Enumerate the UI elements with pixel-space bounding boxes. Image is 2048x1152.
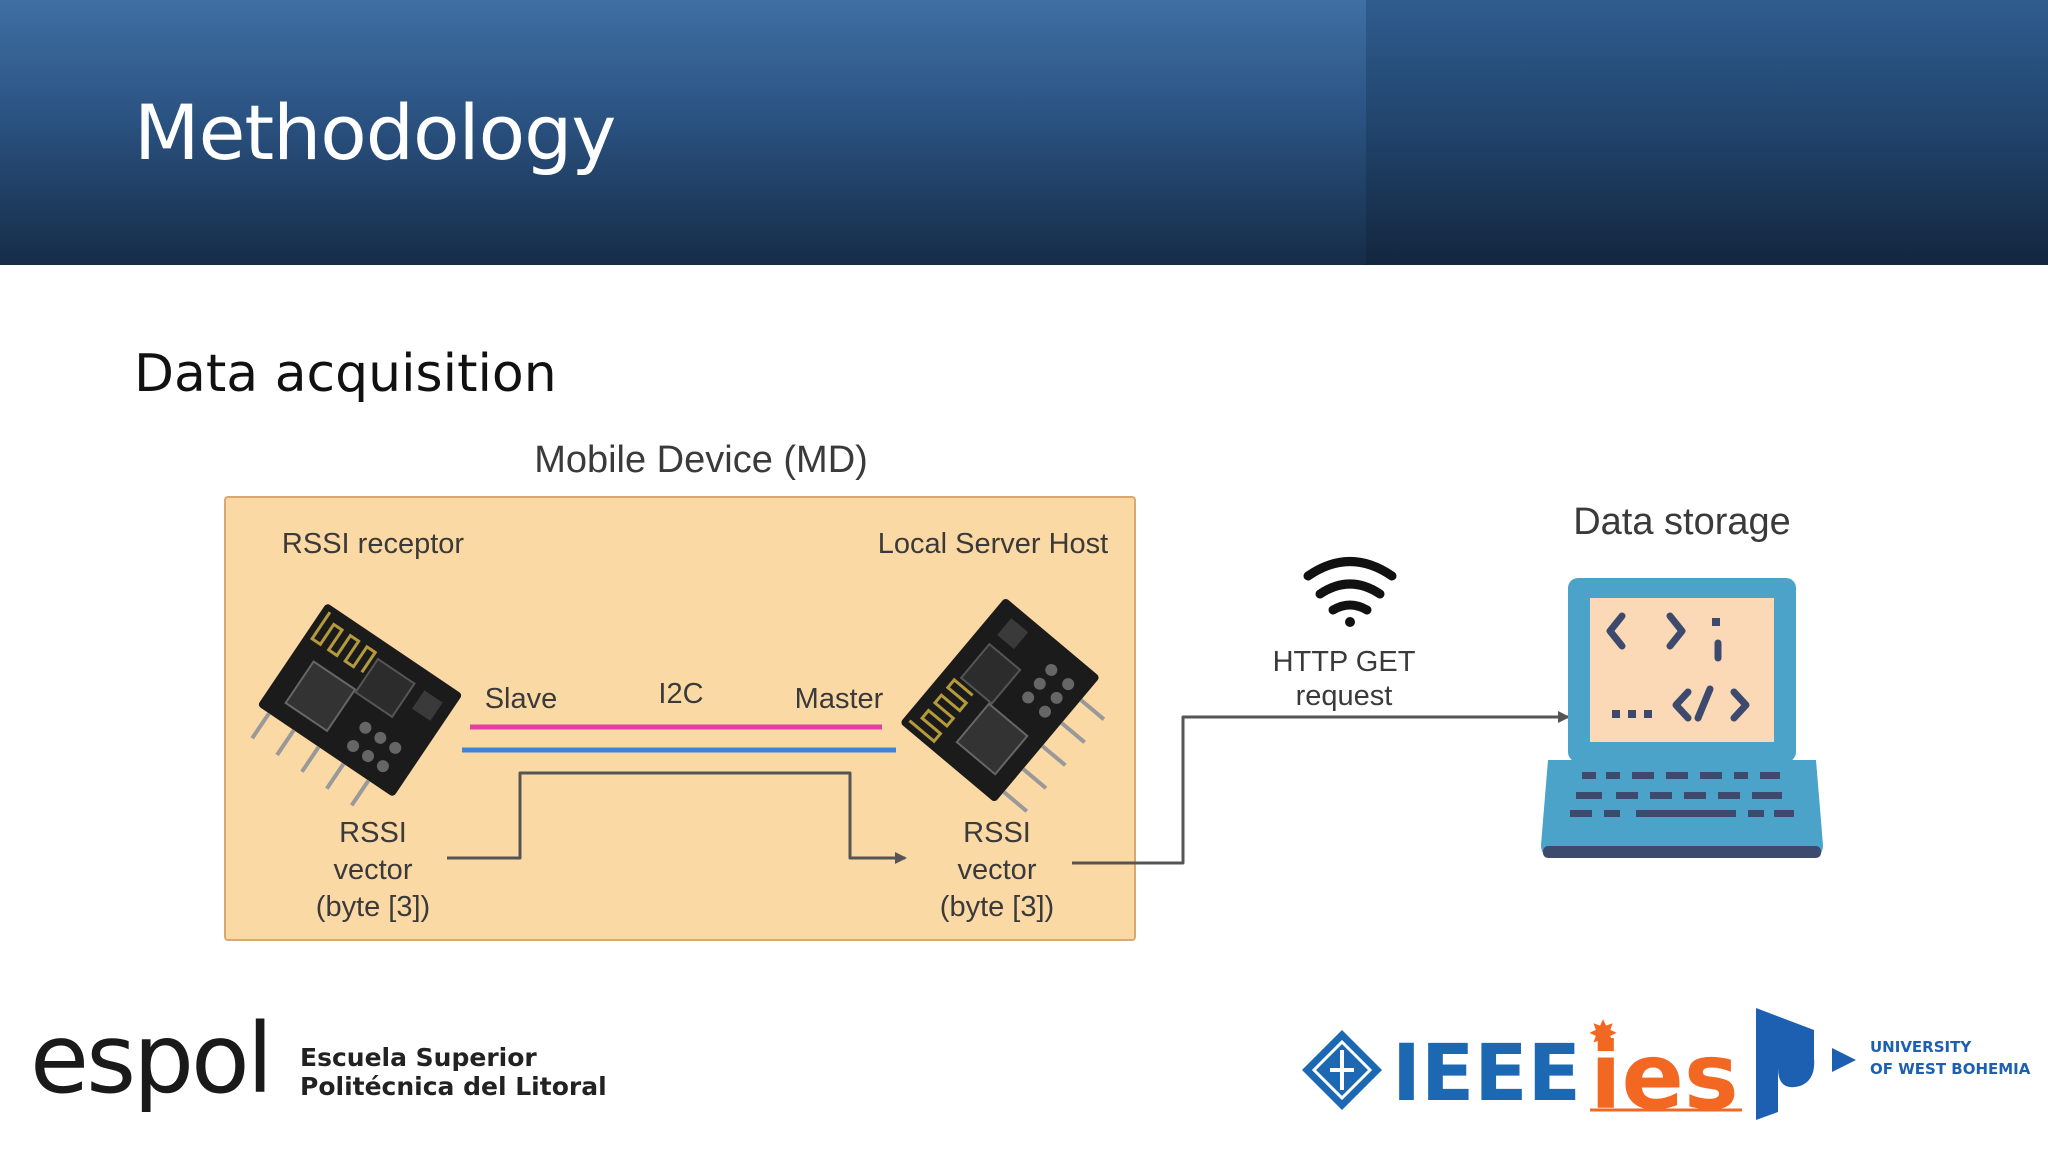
right-rssi-vector-line1: RSSI bbox=[963, 817, 1031, 849]
espol-name-line2: Politécnica del Litoral bbox=[300, 1072, 607, 1101]
section-heading: Data acquisition bbox=[134, 344, 557, 404]
ieee-wordmark: IEEE bbox=[1392, 1029, 1581, 1119]
uwb-name-line1: UNIVERSITY bbox=[1870, 1038, 1972, 1056]
slide-title: Methodology bbox=[134, 88, 616, 177]
left-rssi-vector-line2: vector bbox=[334, 854, 413, 886]
i2c-label: I2C bbox=[658, 678, 703, 710]
master-label: Master bbox=[795, 683, 884, 715]
espol-name-line1: Escuela Superior bbox=[300, 1043, 537, 1072]
mobile-device-label: Mobile Device (MD) bbox=[534, 439, 868, 481]
espol-logo: espol bbox=[30, 1010, 273, 1115]
uwb-logo: UNIVERSITY OF WEST BOHEMIA bbox=[1756, 1008, 2031, 1120]
ieee-logo: IEEE bbox=[1302, 1029, 1581, 1119]
data-storage-label: Data storage bbox=[1573, 501, 1791, 543]
espol-name: Escuela Superior Politécnica del Litoral bbox=[300, 1043, 607, 1101]
right-rssi-vector-line2: vector bbox=[958, 854, 1037, 886]
ies-wordmark: ies bbox=[1590, 1023, 1739, 1130]
http-request-connector bbox=[1072, 711, 1570, 865]
slave-label: Slave bbox=[485, 683, 558, 715]
ies-sun-icon: ✸ bbox=[1588, 1014, 1618, 1055]
local-server-host-label: Local Server Host bbox=[878, 528, 1109, 560]
header-banner: Methodology bbox=[0, 0, 2048, 265]
laptop-icon bbox=[1541, 578, 1823, 858]
right-rssi-vector-line3: (byte [3]) bbox=[940, 891, 1054, 923]
uwb-shield-icon bbox=[1756, 1008, 1815, 1120]
request-label: request bbox=[1296, 680, 1393, 712]
http-get-label: HTTP GET bbox=[1273, 646, 1416, 678]
rssi-receptor-label: RSSI receptor bbox=[282, 528, 464, 560]
espol-logo-wordmark: espol bbox=[30, 1010, 270, 1115]
ies-logo: ✸ ies bbox=[1588, 1014, 1742, 1130]
header-banner-right-panel bbox=[1366, 0, 2048, 265]
uwb-name-line2: OF WEST BOHEMIA bbox=[1870, 1060, 2031, 1078]
left-rssi-vector-line1: RSSI bbox=[339, 817, 407, 849]
uwb-arrow-icon bbox=[1832, 1048, 1856, 1072]
left-rssi-vector-line3: (byte [3]) bbox=[316, 891, 430, 923]
rssi-vector-connector bbox=[447, 771, 907, 864]
wifi-icon bbox=[1303, 557, 1397, 627]
partner-logos: IEEE ✸ ies UNIVERSITY OF WEST BOHEMIA bbox=[1302, 1008, 2031, 1130]
mobile-device-box bbox=[224, 496, 1136, 941]
